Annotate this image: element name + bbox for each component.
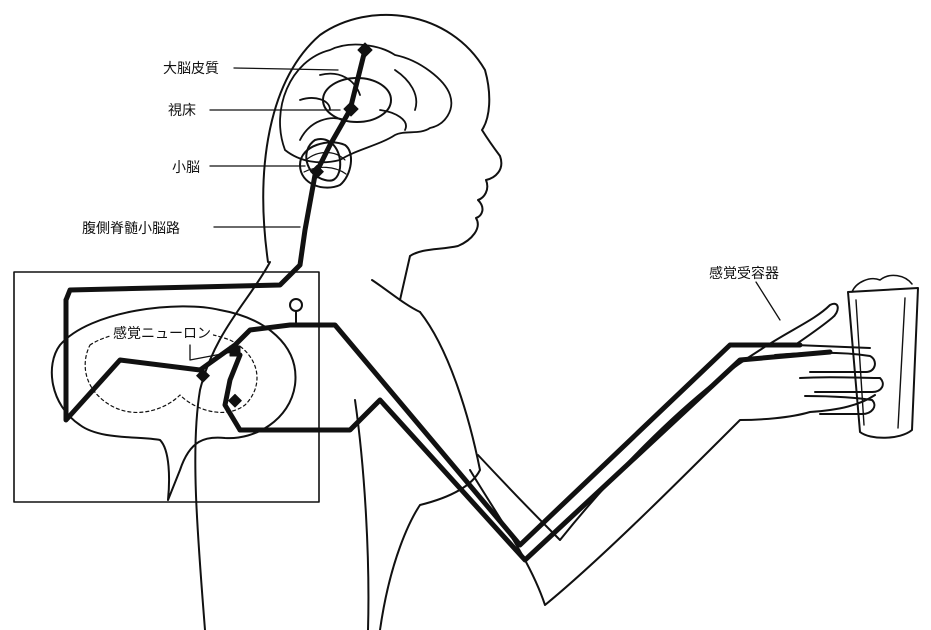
label-cerebellum: 小脳	[172, 161, 200, 175]
glass	[848, 288, 918, 438]
fingers	[775, 353, 883, 414]
brain-gyri	[280, 45, 451, 163]
leader-lines	[190, 68, 780, 360]
label-sensory-receptor: 感覚受容器	[709, 267, 779, 281]
dorsal-root-ganglion-icon	[290, 299, 302, 311]
label-ventral-spinocerebellar-tract: 腹側脊髄小脳路	[82, 222, 180, 236]
shirt-sleeve	[380, 312, 480, 630]
label-thalamus: 視床	[168, 104, 196, 118]
ascending-pathway	[66, 50, 830, 560]
arm-outline	[470, 395, 875, 605]
label-cerebral-cortex: 大脳皮質	[163, 62, 219, 76]
label-sensory-neuron: 感覚ニューロン	[111, 327, 213, 341]
torso-outline	[195, 262, 270, 630]
